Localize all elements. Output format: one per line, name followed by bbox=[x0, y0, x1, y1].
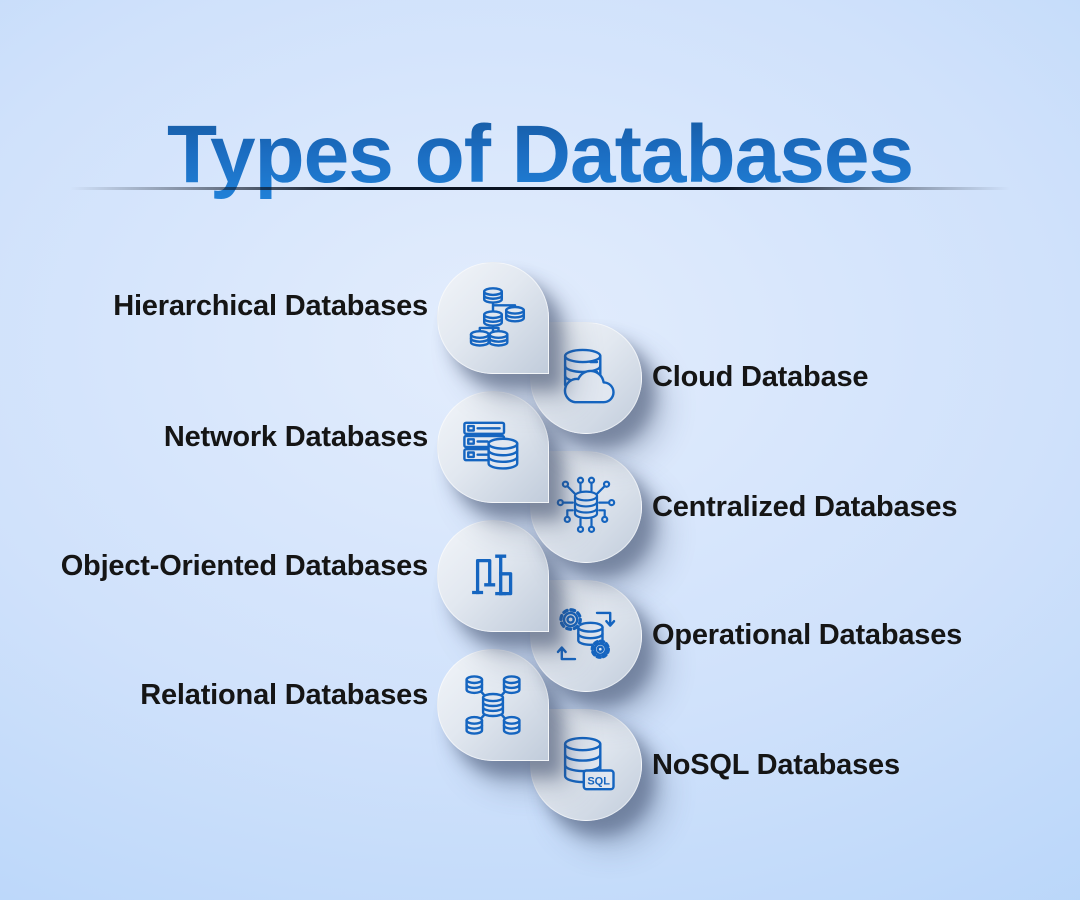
bubble-hierarchical-databases bbox=[437, 262, 549, 374]
bubble-object-oriented-databases bbox=[437, 520, 549, 632]
page-title: Types of Databases bbox=[0, 109, 1080, 201]
label-network-databases: Network Databases bbox=[163, 420, 428, 453]
title-divider bbox=[70, 187, 1010, 190]
operational-db-icon bbox=[556, 608, 616, 661]
cloud-db-icon bbox=[563, 348, 615, 404]
bubble-relational-databases bbox=[437, 649, 549, 761]
label-cloud-database: Cloud Database bbox=[652, 360, 869, 393]
relational-db-icon bbox=[465, 675, 521, 735]
hierarchical-db-icon bbox=[469, 287, 526, 347]
sql-badge-text: SQL bbox=[587, 775, 610, 787]
label-relational-databases: Relational Databases bbox=[140, 678, 428, 711]
label-hierarchical-databases: Hierarchical Databases bbox=[113, 289, 428, 322]
centralized-db-icon bbox=[556, 476, 616, 533]
label-object-oriented-databases: Object-Oriented Databases bbox=[60, 549, 428, 582]
network-db-icon bbox=[463, 421, 519, 470]
label-operational-databases: Operational Databases bbox=[652, 618, 963, 651]
nosql-db-icon: SQL bbox=[563, 736, 615, 791]
label-nosql-databases: NoSQL Databases bbox=[652, 748, 900, 781]
bubble-cloud-database bbox=[530, 322, 642, 434]
bubble-network-databases bbox=[437, 391, 549, 503]
label-centralized-databases: Centralized Databases bbox=[652, 490, 958, 523]
object-oriented-db-icon bbox=[472, 554, 513, 596]
